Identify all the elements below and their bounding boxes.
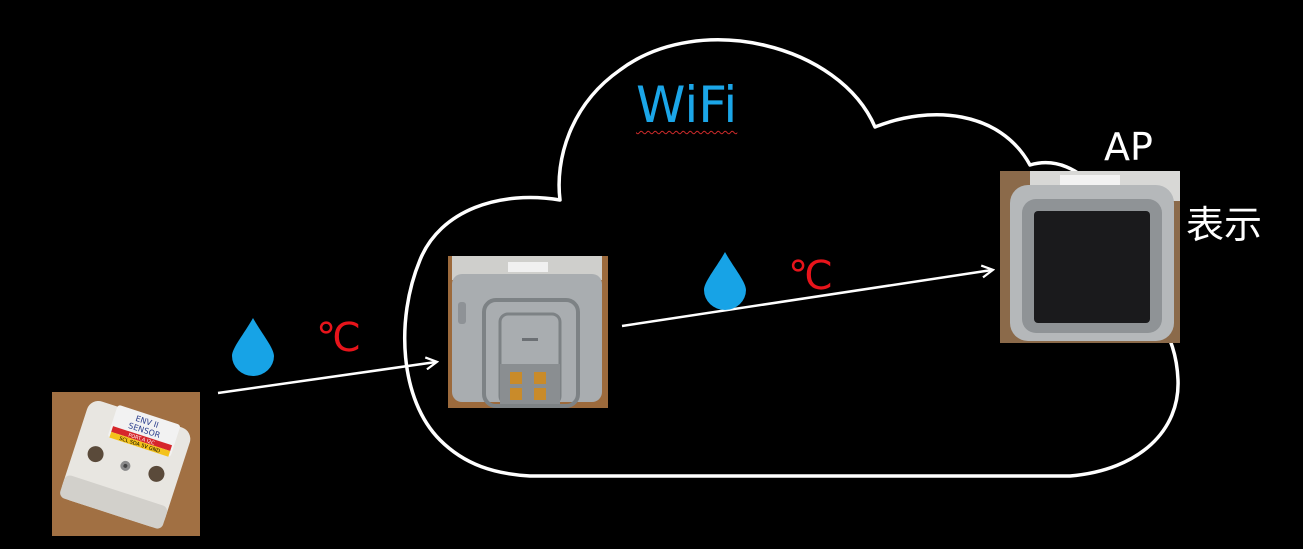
water-drop-icon <box>704 252 746 310</box>
celsius-label: ℃ <box>788 253 833 299</box>
env-sensor-photo: ENV II SENSOR PORT.A I2C SCL SDA 5V GND <box>52 392 200 536</box>
wifi-label: WiFi <box>636 76 738 134</box>
relay-unit-photo <box>448 256 608 408</box>
display-unit-photo <box>1000 171 1180 343</box>
display-label: 表示 <box>1186 203 1263 247</box>
celsius-label: ℃ <box>316 315 361 361</box>
ap-label: AP <box>1104 125 1153 169</box>
arrow-relay-to-display <box>621 270 992 328</box>
arrow-sensor-to-relay <box>217 362 436 395</box>
water-drop-icon <box>232 318 274 376</box>
